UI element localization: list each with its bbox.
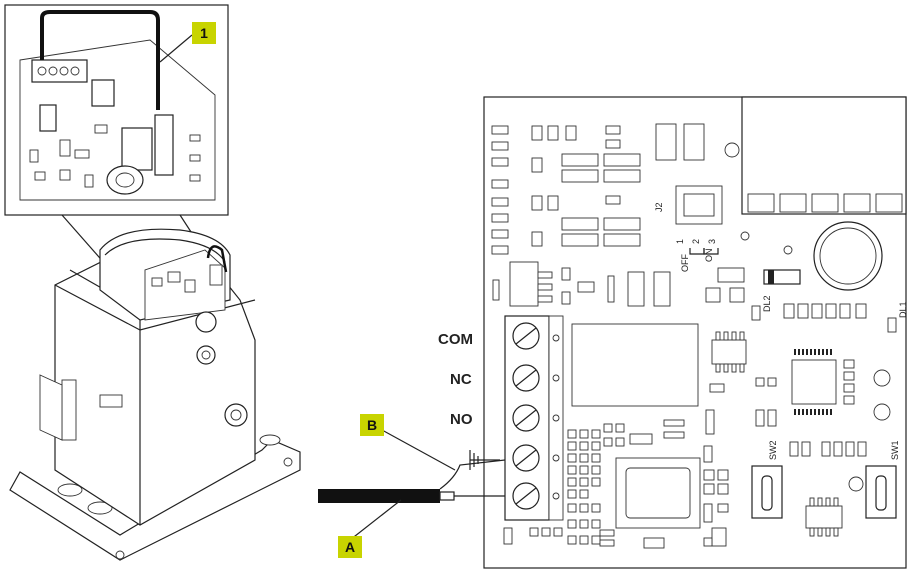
callout-a: A xyxy=(338,499,402,558)
terminal-no-label: NO xyxy=(450,411,473,428)
jumper-pos-3: 3 xyxy=(707,239,717,244)
dl2-label: DL2 xyxy=(762,295,772,312)
sw1-label: SW1 xyxy=(890,440,900,460)
callout-a-text: A xyxy=(345,539,355,555)
sw2-label: SW2 xyxy=(768,440,778,460)
inset-detail-view xyxy=(4,4,229,216)
smd-components-bottom-left xyxy=(503,423,625,547)
jumper-pos-1: 1 xyxy=(675,239,685,244)
antenna-cable xyxy=(318,450,506,503)
terminal-block xyxy=(504,315,564,521)
callout-b-text: B xyxy=(367,417,377,433)
callout-b: B xyxy=(360,414,456,471)
jumper-j2: J2 1 2 3 OFF ON xyxy=(654,185,723,272)
motor-housing xyxy=(9,228,301,561)
jumper-pos-2: 2 xyxy=(691,239,701,244)
control-board: J2 1 2 3 OFF ON DL2 DL1 xyxy=(483,96,908,569)
jumper-off-label: OFF xyxy=(680,254,690,272)
terminal-com-label: COM xyxy=(438,331,473,348)
jumper-on-label: ON xyxy=(704,249,714,263)
j2-label: J2 xyxy=(654,202,664,212)
dl1-label: DL1 xyxy=(898,301,908,318)
smd-components-top-left xyxy=(491,123,705,255)
callout-1: 1 xyxy=(159,22,216,63)
terminal-nc-label: NC xyxy=(450,371,472,388)
callout-1-text: 1 xyxy=(200,25,208,41)
